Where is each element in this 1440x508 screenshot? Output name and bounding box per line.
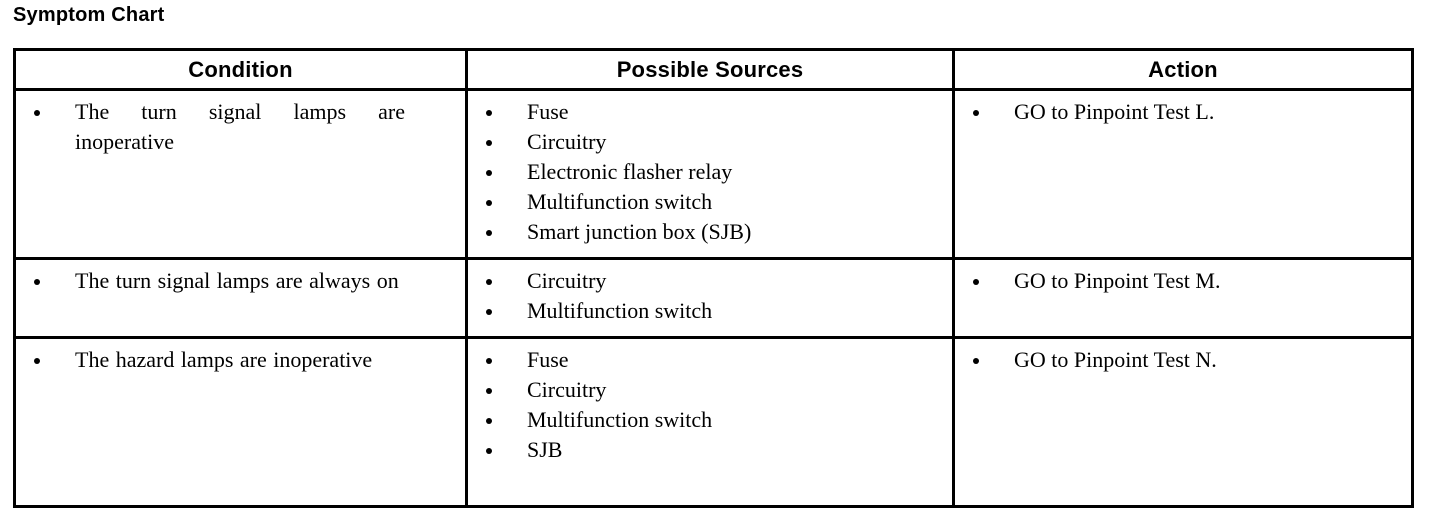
list-item: GO to Pinpoint Test M. <box>959 266 1407 296</box>
column-header-possible-sources: Possible Sources <box>465 48 955 91</box>
bullet-icon <box>486 140 492 146</box>
list-item-label: The turn signal lamps are inoperative <box>75 99 405 154</box>
sources-bullet-list: Circuitry Multifunction switch <box>472 266 948 326</box>
list-item-label: The hazard lamps are inoperative <box>75 347 373 372</box>
list-item-label: Fuse <box>527 99 569 124</box>
bullet-icon <box>486 279 492 285</box>
list-item: Multifunction switch <box>472 405 948 435</box>
page-title: Symptom Chart <box>13 4 165 26</box>
list-item-label: GO to Pinpoint Test M. <box>1014 268 1221 293</box>
bullet-icon <box>486 309 492 315</box>
action-bullet-list: GO to Pinpoint Test M. <box>959 266 1407 296</box>
list-item-label: GO to Pinpoint Test L. <box>1014 99 1215 124</box>
list-item: Smart junction box (SJB) <box>472 217 948 247</box>
list-item: Fuse <box>472 345 948 375</box>
list-item: Fuse <box>472 97 948 127</box>
bullet-icon <box>973 110 979 116</box>
bullet-icon <box>486 418 492 424</box>
table-row: The turn signal lamps are always on Circ… <box>13 257 1414 339</box>
action-bullet-list: GO to Pinpoint Test N. <box>959 345 1407 375</box>
list-item-label: Circuitry <box>527 129 607 154</box>
list-item-label: Fuse <box>527 347 569 372</box>
list-item: Electronic flasher relay <box>472 157 948 187</box>
bullet-icon <box>486 200 492 206</box>
list-item: Circuitry <box>472 266 948 296</box>
list-item-label: Smart junction box (SJB) <box>527 219 752 244</box>
sources-bullet-list: Fuse Circuitry Electronic flasher relay <box>472 97 948 247</box>
sources-bullet-list: Fuse Circuitry Multifunction switch <box>472 345 948 465</box>
list-item-label: Circuitry <box>527 377 607 402</box>
list-item-label: Multifunction switch <box>527 298 713 323</box>
list-item: GO to Pinpoint Test L. <box>959 97 1407 127</box>
symptom-chart-table: Condition Possible Sources Action The tu… <box>13 48 1414 508</box>
cell-condition: The turn signal lamps are inoperative <box>13 88 468 260</box>
column-header-action: Action <box>952 48 1414 91</box>
condition-bullet-list: The turn signal lamps are inoperative <box>20 97 461 157</box>
condition-bullet-list: The turn signal lamps are always on <box>20 266 461 296</box>
bullet-icon <box>486 230 492 236</box>
table-header-row: Condition Possible Sources Action <box>13 48 1414 91</box>
list-item-label: Circuitry <box>527 268 607 293</box>
table-header: Condition Possible Sources Action <box>13 48 1414 91</box>
list-item: The turn signal lamps are inoperative <box>20 97 461 157</box>
list-item-label: Electronic flasher relay <box>527 159 733 184</box>
cell-condition: The hazard lamps are inoperative <box>13 336 468 508</box>
bullet-icon <box>34 358 40 364</box>
cell-possible-sources: Fuse Circuitry Multifunction switch <box>465 336 955 508</box>
bullet-icon <box>486 110 492 116</box>
condition-bullet-list: The hazard lamps are inoperative <box>20 345 461 375</box>
list-item: The hazard lamps are inoperative <box>20 345 461 375</box>
list-item: Multifunction switch <box>472 296 948 326</box>
list-item: GO to Pinpoint Test N. <box>959 345 1407 375</box>
column-header-condition: Condition <box>13 48 468 91</box>
list-item: Circuitry <box>472 127 948 157</box>
bullet-icon <box>973 358 979 364</box>
bullet-icon <box>973 279 979 285</box>
bullet-icon <box>486 358 492 364</box>
bullet-icon <box>486 388 492 394</box>
symptom-chart-page: Symptom Chart Condition Possible Sources… <box>13 4 1414 508</box>
bullet-icon <box>486 448 492 454</box>
table-row: The turn signal lamps are inoperative Fu… <box>13 88 1414 260</box>
cell-action: GO to Pinpoint Test M. <box>952 257 1414 339</box>
list-item: The turn signal lamps are always on <box>20 266 461 296</box>
list-item-label: Multifunction switch <box>527 189 713 214</box>
action-bullet-list: GO to Pinpoint Test L. <box>959 97 1407 127</box>
list-item-label: Multifunction switch <box>527 407 713 432</box>
table-row: The hazard lamps are inoperative Fuse <box>13 336 1414 508</box>
list-item: SJB <box>472 435 948 465</box>
list-item: Circuitry <box>472 375 948 405</box>
cell-action: GO to Pinpoint Test L. <box>952 88 1414 260</box>
cell-possible-sources: Fuse Circuitry Electronic flasher relay <box>465 88 955 260</box>
bullet-icon <box>34 279 40 285</box>
list-item-label: GO to Pinpoint Test N. <box>1014 347 1217 372</box>
bullet-icon <box>34 110 40 116</box>
cell-condition: The turn signal lamps are always on <box>13 257 468 339</box>
list-item-label: The turn signal lamps are always on <box>75 268 399 293</box>
cell-action: GO to Pinpoint Test N. <box>952 336 1414 508</box>
list-item-label: SJB <box>527 437 563 462</box>
cell-possible-sources: Circuitry Multifunction switch <box>465 257 955 339</box>
bullet-icon <box>486 170 492 176</box>
table-body: The turn signal lamps are inoperative Fu… <box>13 88 1414 508</box>
list-item: Multifunction switch <box>472 187 948 217</box>
